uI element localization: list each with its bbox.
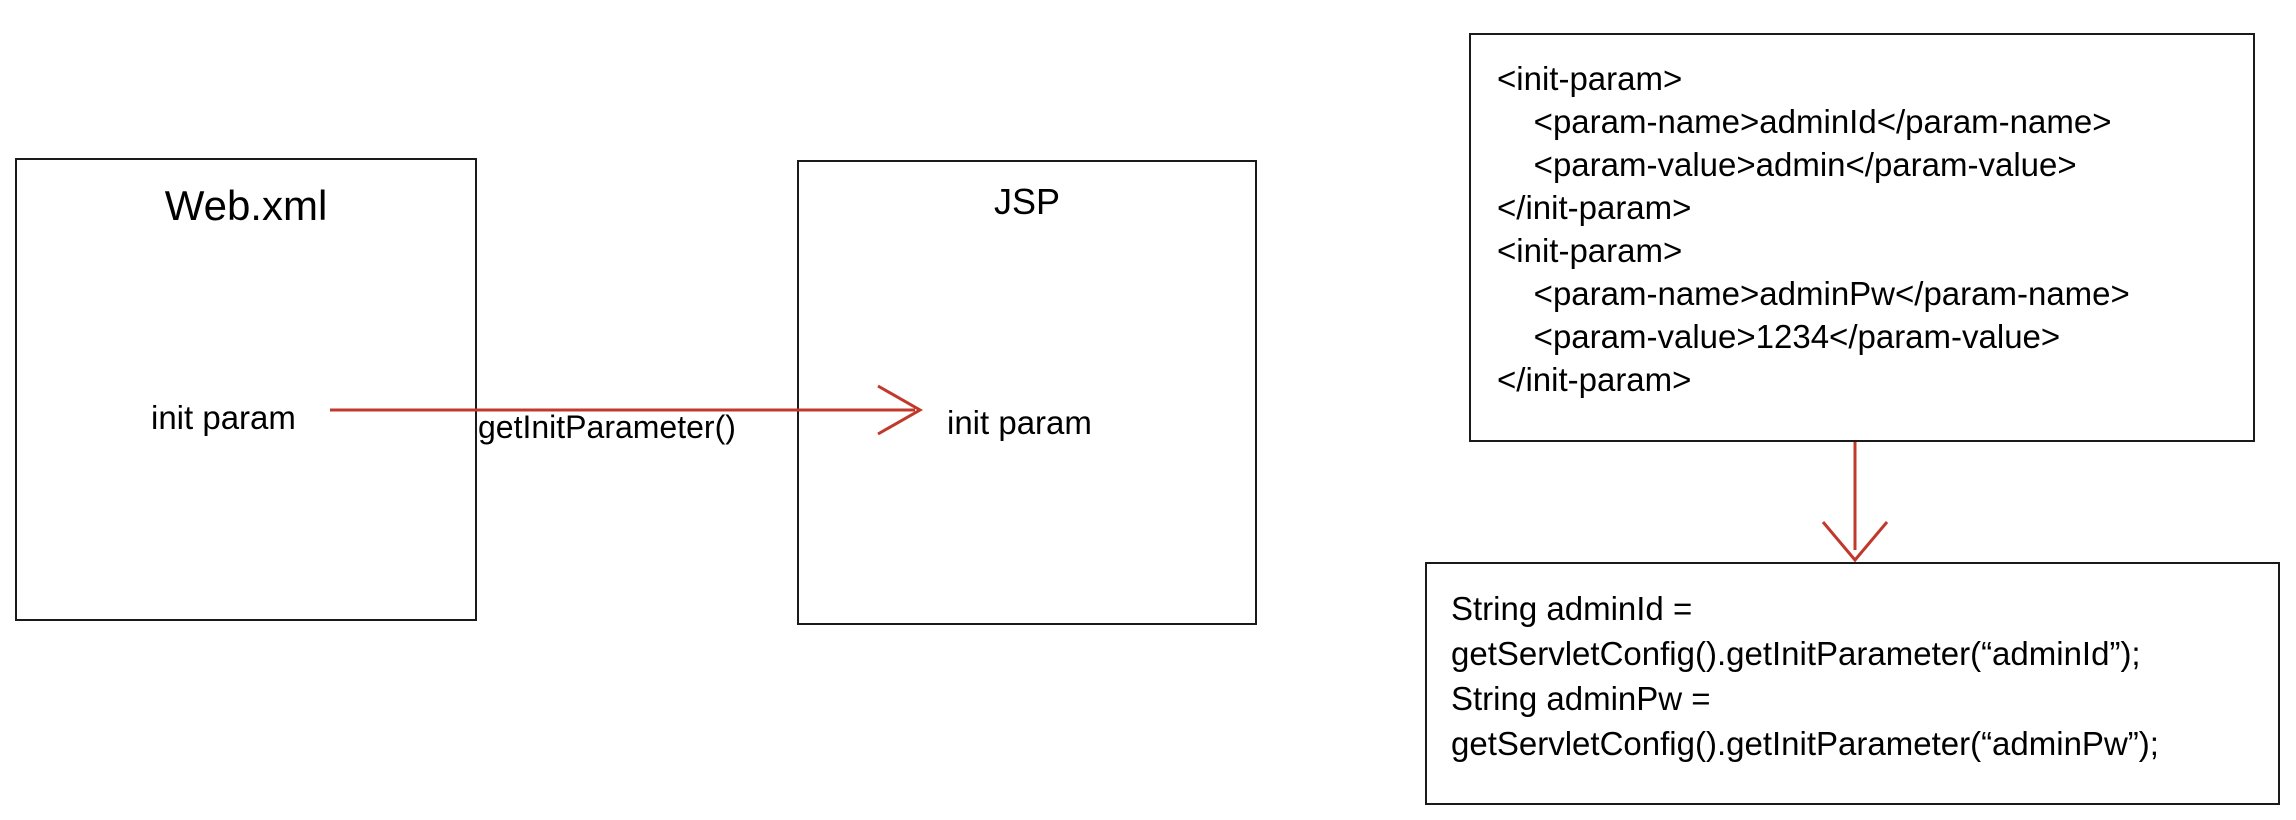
webxml-box: Web.xml init param <box>15 158 477 621</box>
xml-code-line: </init-param> <box>1497 189 1692 226</box>
xml-code-line: <param-name>adminPw</param-name> <box>1497 275 2130 312</box>
get-init-parameter-arrow <box>330 384 924 436</box>
java-snippet-box: String adminId = getServletConfig().getI… <box>1425 562 2280 805</box>
java-code-line: getServletConfig().getInitParameter(“adm… <box>1451 725 2159 762</box>
java-code-line: String adminId = <box>1451 590 1693 627</box>
jsp-box-title: JSP <box>993 181 1061 222</box>
jsp-box: JSP init param <box>797 160 1257 625</box>
xml-code-line: <init-param> <box>1497 60 1683 97</box>
xml-code-line: <param-value>admin</param-value> <box>1497 146 2077 183</box>
xml-to-java-arrow <box>1821 442 1889 563</box>
xml-snippet-box: <init-param> <param-name>adminId</param-… <box>1469 33 2255 442</box>
java-code-line: getServletConfig().getInitParameter(“adm… <box>1451 635 2141 672</box>
xml-code-line: <init-param> <box>1497 232 1683 269</box>
connector-label-get-init-parameter: getInitParameter() <box>478 409 736 445</box>
webxml-init-param-label: init param <box>151 399 296 436</box>
jsp-init-param-label: init param <box>947 404 1092 441</box>
xml-code-line: </init-param> <box>1497 361 1692 398</box>
webxml-box-title: Web.xml <box>164 182 328 229</box>
java-code-line: String adminPw = <box>1451 680 1711 717</box>
xml-code-line: <param-value>1234</param-value> <box>1497 318 2061 355</box>
xml-code-line: <param-name>adminId</param-name> <box>1497 103 2112 140</box>
